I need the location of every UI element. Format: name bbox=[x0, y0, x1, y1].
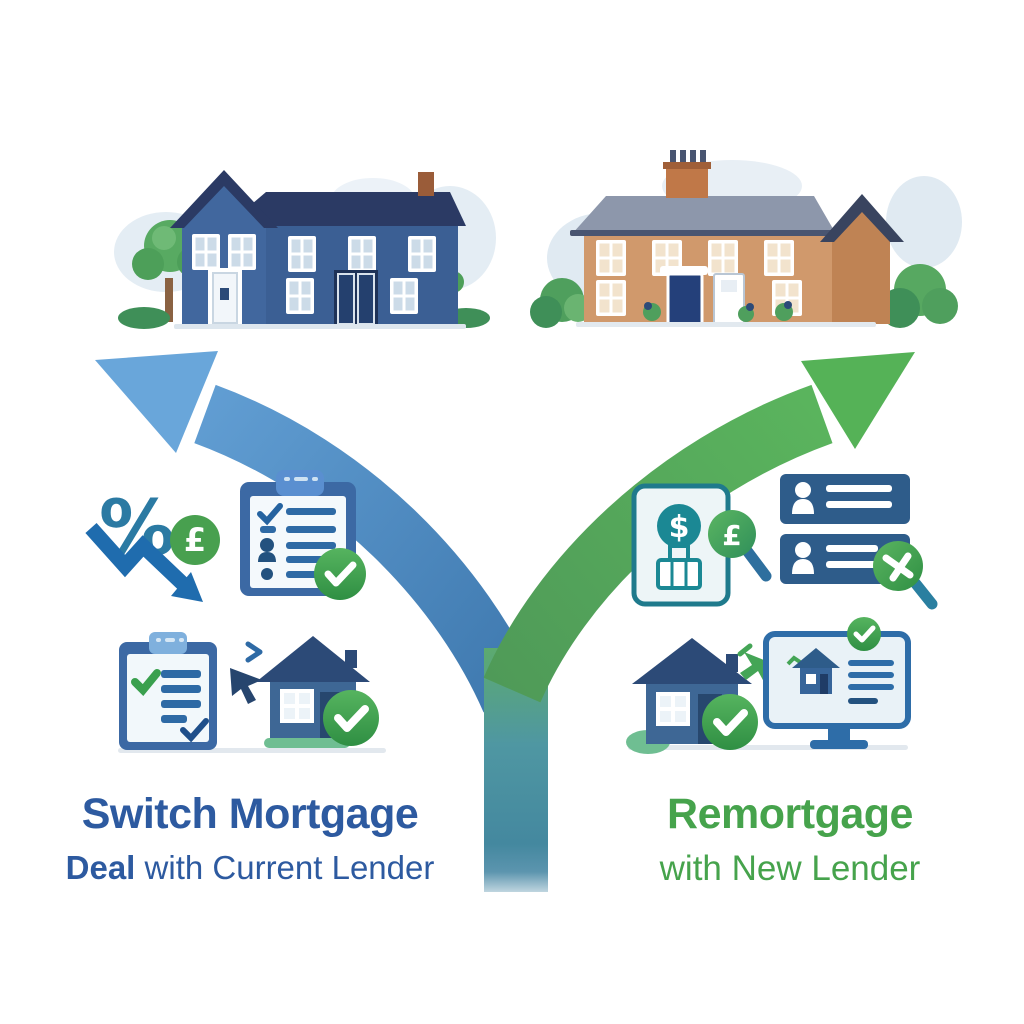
checkmark-icon bbox=[324, 561, 357, 587]
left-option-label: Switch Mortgage Deal with Current Lender bbox=[28, 790, 472, 887]
approved-check-badge bbox=[847, 617, 881, 651]
clipboard-clip bbox=[149, 632, 187, 654]
checkmark-icon bbox=[257, 503, 283, 526]
person-icon bbox=[260, 538, 274, 552]
right-option-label: Remortgage with New Lender bbox=[578, 790, 1002, 890]
navy-door bbox=[660, 266, 708, 326]
left-option-title-line1: Switch Mortgage bbox=[81, 790, 419, 838]
valuation-document-icon: $ £ bbox=[630, 482, 772, 612]
roof bbox=[256, 636, 370, 682]
down-trend-arrow bbox=[85, 522, 189, 590]
approved-house-icon bbox=[248, 628, 383, 752]
checkmark-icon bbox=[180, 718, 209, 743]
right-arrowhead bbox=[801, 352, 915, 449]
new-lender-house-illustration bbox=[530, 138, 962, 340]
bushes bbox=[530, 264, 958, 328]
row-shadow bbox=[118, 748, 386, 753]
left-option-title-line2: Deal with Current Lender bbox=[65, 849, 435, 887]
monitor-base bbox=[810, 740, 868, 749]
roof bbox=[632, 638, 752, 684]
clipboard-clip bbox=[276, 470, 324, 496]
dollar-stamp-icon: $ bbox=[656, 504, 702, 590]
cross-mark-icon bbox=[882, 552, 914, 582]
magnifier-pound-icon: £ bbox=[708, 510, 772, 582]
flower-planters bbox=[643, 301, 793, 322]
checkmark-icon bbox=[334, 705, 369, 732]
row-shadow bbox=[628, 745, 908, 750]
right-option-title-line2: with New Lender bbox=[659, 849, 921, 889]
monitor-frame bbox=[763, 631, 911, 729]
person-icon bbox=[795, 482, 811, 498]
checkmark-icon bbox=[131, 669, 161, 696]
cursor-arrow-icon bbox=[222, 638, 266, 714]
application-checklist-icon bbox=[234, 468, 374, 608]
right-option-title-line1: Remortgage bbox=[667, 790, 913, 838]
blue-house bbox=[170, 170, 466, 329]
chevron-right-icon bbox=[245, 641, 263, 663]
house-listing-screen bbox=[786, 648, 894, 704]
online-approval-monitor-icon bbox=[763, 617, 916, 756]
interest-rate-drop-icon: % £ bbox=[85, 462, 230, 602]
monitor-stand bbox=[828, 726, 850, 740]
pointer-icon bbox=[230, 668, 262, 704]
leaf-icon bbox=[786, 655, 802, 666]
approved-house-icon bbox=[622, 630, 772, 758]
double-door bbox=[334, 270, 378, 326]
chimney bbox=[663, 150, 711, 198]
current-lender-house-illustration bbox=[114, 142, 496, 340]
brick-house bbox=[570, 150, 904, 327]
left-arrowhead bbox=[95, 351, 218, 453]
lender-offer-row bbox=[780, 474, 910, 524]
approved-checklist-icon bbox=[115, 630, 225, 755]
front-door bbox=[208, 268, 242, 326]
person-icon bbox=[795, 542, 811, 558]
pound-symbol: £ bbox=[722, 519, 741, 552]
roof bbox=[792, 648, 840, 668]
lender-offer-list-icon bbox=[776, 470, 941, 610]
pound-coin-icon bbox=[170, 515, 220, 565]
pound-symbol: £ bbox=[184, 521, 206, 559]
right-branch-arrow bbox=[483, 352, 915, 703]
checkmark-icon bbox=[853, 625, 876, 643]
dollar-symbol: $ bbox=[669, 510, 690, 545]
compare-magnifier-icon bbox=[873, 541, 938, 610]
chevron-icon bbox=[737, 643, 753, 657]
checkmark-icon bbox=[713, 709, 748, 736]
